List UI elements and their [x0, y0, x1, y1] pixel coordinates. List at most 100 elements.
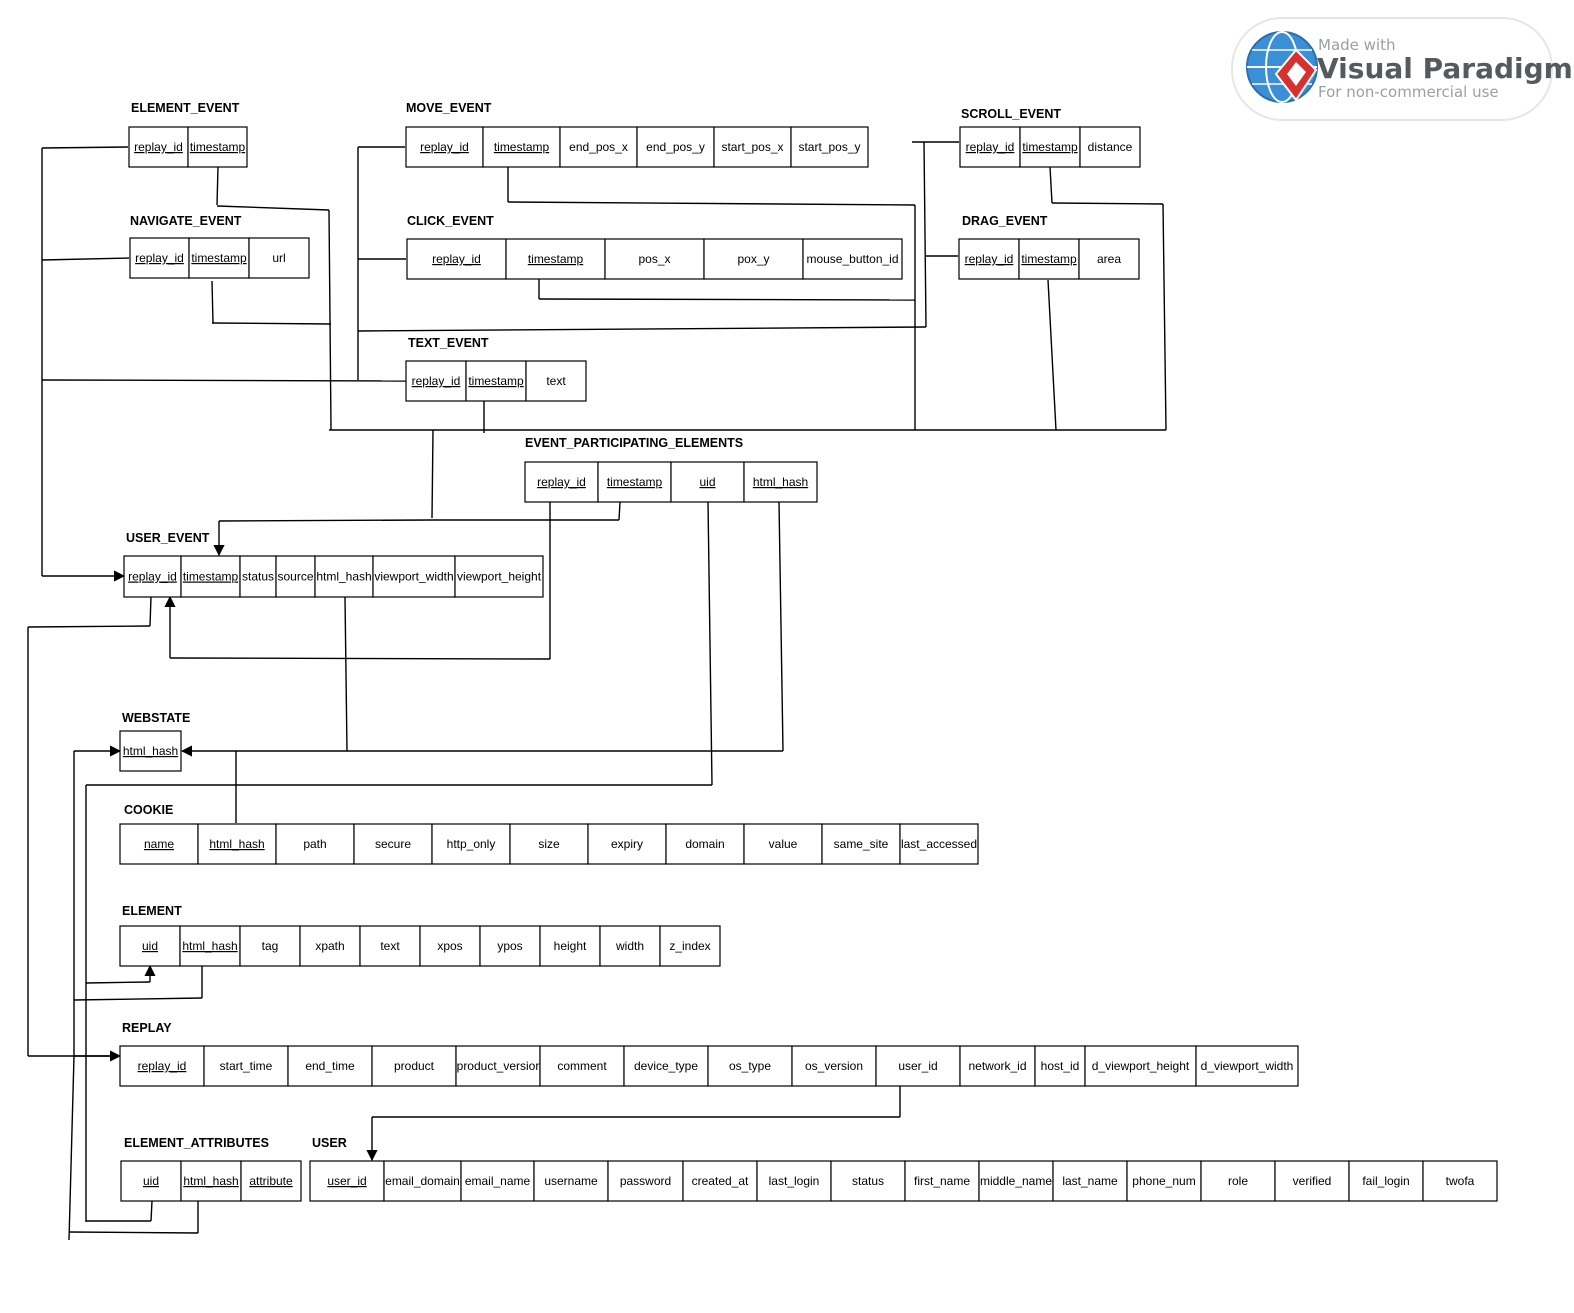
- watermark-subtitle: For non-commercial use: [1318, 83, 1499, 101]
- cookie-field-cell: [119, 823, 199, 865]
- navigate-event-field-timestamp: timestamp: [191, 251, 247, 265]
- user-field-user-id: user_id: [327, 1174, 366, 1188]
- move-event-field-cell: [636, 126, 715, 168]
- click-event-field-cell: [604, 238, 705, 280]
- drag-event-field-cell: [1078, 238, 1140, 280]
- element-field-cell: [299, 925, 361, 967]
- replay-field-replay-id: replay_id: [138, 1059, 187, 1073]
- click-event-field-pox-y: pox_y: [737, 252, 769, 266]
- user-field-twofa: twofa: [1446, 1174, 1475, 1188]
- cookie-field-name: name: [144, 837, 174, 851]
- scroll-event-field-cell: [1079, 126, 1141, 168]
- drag-event-title: DRAG_EVENT: [962, 214, 1048, 228]
- element-event-title: ELEMENT_EVENT: [131, 101, 240, 115]
- user-field-cell: [830, 1160, 906, 1202]
- event-participating-elements-field-cell: [670, 461, 745, 503]
- cookie-field-cell: [275, 823, 355, 865]
- user-field-email-name: email_name: [465, 1174, 531, 1188]
- element-field-cell: [239, 925, 301, 967]
- element-event-field-cell: [128, 126, 189, 168]
- user-event-field-html-hash: html_hash: [316, 570, 371, 584]
- replay-field-cell: [539, 1045, 625, 1087]
- replay-field-cell: [119, 1045, 205, 1087]
- user-event-field-replay-id: replay_id: [128, 570, 177, 584]
- cookie-field-cell: [665, 823, 745, 865]
- element-event-field-timestamp: timestamp: [190, 140, 246, 154]
- replay-field-end-time: end_time: [305, 1059, 355, 1073]
- watermark-brand: Visual Paradigm: [1317, 52, 1573, 85]
- user-title: USER: [312, 1136, 347, 1150]
- event-participating-elements-field-timestamp: timestamp: [607, 475, 663, 489]
- move-event-field-cell: [482, 126, 561, 168]
- replay-title: REPLAY: [122, 1021, 172, 1035]
- element-field-cell: [599, 925, 661, 967]
- user-field-cell: [978, 1160, 1054, 1202]
- user-field-last-login: last_login: [769, 1174, 820, 1188]
- element-field-html-hash: html_hash: [182, 939, 237, 953]
- move-event-field-start-pos-y: start_pos_y: [798, 140, 860, 154]
- user-field-role: role: [1228, 1174, 1248, 1188]
- relationship-connectors: [27, 141, 1167, 1241]
- user-field-last-name: last_name: [1062, 1174, 1118, 1188]
- event-participating-elements-field-cell: [597, 461, 672, 503]
- element-title: ELEMENT: [122, 904, 182, 918]
- replay-field-comment: comment: [557, 1059, 607, 1073]
- cookie-title: COOKIE: [124, 803, 173, 817]
- cookie-field-cell: [899, 823, 979, 865]
- webstate-field-html-hash: html_hash: [123, 744, 178, 758]
- cookie-field-path: path: [303, 837, 326, 851]
- user-field-cell: [533, 1160, 609, 1202]
- navigate-event-field-cell: [248, 237, 310, 279]
- user-event-field-viewport-width: viewport_width: [374, 570, 453, 584]
- cookie-field-cell: [509, 823, 589, 865]
- replay-field-os-type: os_type: [729, 1059, 771, 1073]
- user-event-field-cell: [123, 555, 182, 598]
- element-field-height: height: [554, 939, 587, 953]
- move-event-field-replay-id: replay_id: [420, 140, 469, 154]
- replay-field-cell: [1034, 1045, 1086, 1087]
- click-event-field-cell: [703, 238, 804, 280]
- element-field-cell: [119, 925, 181, 967]
- user-event-field-cell: [239, 555, 277, 598]
- event-participating-elements-field-cell: [743, 461, 818, 503]
- event-participating-elements-field-replay-id: replay_id: [537, 475, 586, 489]
- element-attributes-field-html-hash: html_hash: [183, 1174, 238, 1188]
- navigate-event-field-url: url: [272, 251, 285, 265]
- element-field-width: width: [615, 939, 644, 953]
- move-event-title: MOVE_EVENT: [406, 101, 492, 115]
- text-event-field-cell: [525, 360, 587, 402]
- click-event-field-pos-x: pos_x: [638, 252, 670, 266]
- scroll-event-field-cell: [959, 126, 1021, 168]
- user-event-field-cell: [275, 555, 316, 598]
- webstate-field-cell: [119, 730, 182, 772]
- cookie-field-cell: [743, 823, 823, 865]
- visual-paradigm-logo-icon: [1246, 31, 1318, 103]
- user-event-field-cell: [454, 555, 544, 598]
- user-field-fail-login: fail_login: [1362, 1174, 1409, 1188]
- move-event-field-timestamp: timestamp: [494, 140, 550, 154]
- user-field-first-name: first_name: [914, 1174, 970, 1188]
- watermark-made-with: Made with: [1318, 36, 1395, 54]
- user-field-status: status: [852, 1174, 884, 1188]
- replay-field-cell: [959, 1045, 1036, 1087]
- navigate-event-field-cell: [188, 237, 250, 279]
- scroll-event-field-cell: [1019, 126, 1081, 168]
- element-event-field-cell: [187, 126, 248, 168]
- click-event-field-timestamp: timestamp: [528, 252, 584, 266]
- user-field-cell: [1126, 1160, 1202, 1202]
- user-field-middle-name: middle_name: [980, 1174, 1052, 1188]
- user-event-field-source: source: [277, 570, 313, 584]
- cookie-field-html-hash: html_hash: [209, 837, 264, 851]
- user-field-username: username: [544, 1174, 598, 1188]
- text-event-field-timestamp: timestamp: [468, 374, 524, 388]
- element-attributes-field-cell: [180, 1160, 242, 1202]
